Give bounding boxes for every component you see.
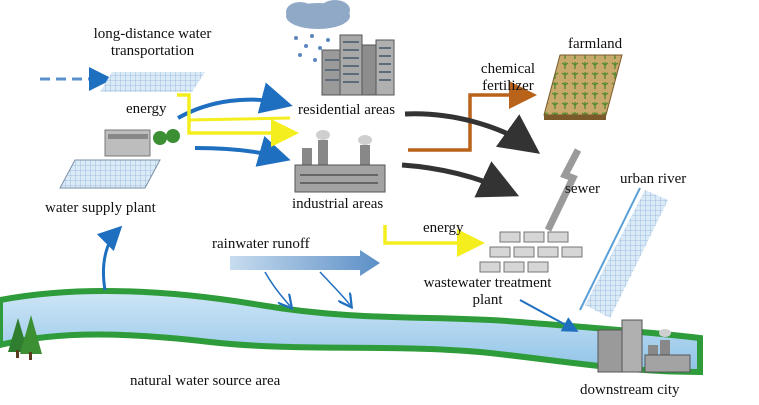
river xyxy=(0,287,703,376)
rainwater-runoff-arrow xyxy=(230,250,380,306)
downstream-city-label: downstream city xyxy=(580,382,680,398)
natural-water-source-label: natural water source area xyxy=(130,373,281,389)
farmland-icon xyxy=(543,54,623,120)
urban-river-label: urban river xyxy=(620,171,687,187)
water-supply-plant-icon xyxy=(59,129,180,189)
chemical-fertilizer-label: chemical fertilizer xyxy=(474,61,542,95)
long-distance-line2: transportation xyxy=(110,43,195,59)
urban-river xyxy=(579,187,668,318)
residential-areas-label: residential areas xyxy=(298,102,396,118)
long-distance-label: long-distance water transportation xyxy=(80,26,225,60)
cloud-rain-icon xyxy=(286,0,350,62)
farmland-label: farmland xyxy=(568,36,623,52)
energy-top-label: energy xyxy=(126,101,167,117)
wastewater-treatment-plant-label: wastewater treatment plant xyxy=(410,275,565,309)
sewer-label: sewer xyxy=(565,181,600,197)
tank-icon xyxy=(479,231,583,332)
tree-icon xyxy=(8,315,42,360)
factory-icon xyxy=(294,130,386,193)
energy-bottom-label: energy xyxy=(423,220,464,236)
chemical-line2: fertilizer xyxy=(482,78,534,94)
wwtp-line1: wastewater treatment xyxy=(423,275,552,291)
chemical-line1: chemical xyxy=(480,61,536,77)
flow-arrows xyxy=(96,81,541,291)
water-supply-plant-label: water supply plant xyxy=(45,200,156,216)
wwtp-line2: plant xyxy=(472,292,503,308)
long-distance-pipe xyxy=(40,67,205,92)
residential-buildings-icon xyxy=(321,34,395,96)
industrial-areas-label: industrial areas xyxy=(292,196,384,212)
downstream-city-icon xyxy=(597,319,691,373)
long-distance-line1: long-distance water xyxy=(93,26,212,42)
sewer-pipe-icon xyxy=(544,148,582,232)
rainwater-runoff-label: rainwater runoff xyxy=(212,236,310,252)
